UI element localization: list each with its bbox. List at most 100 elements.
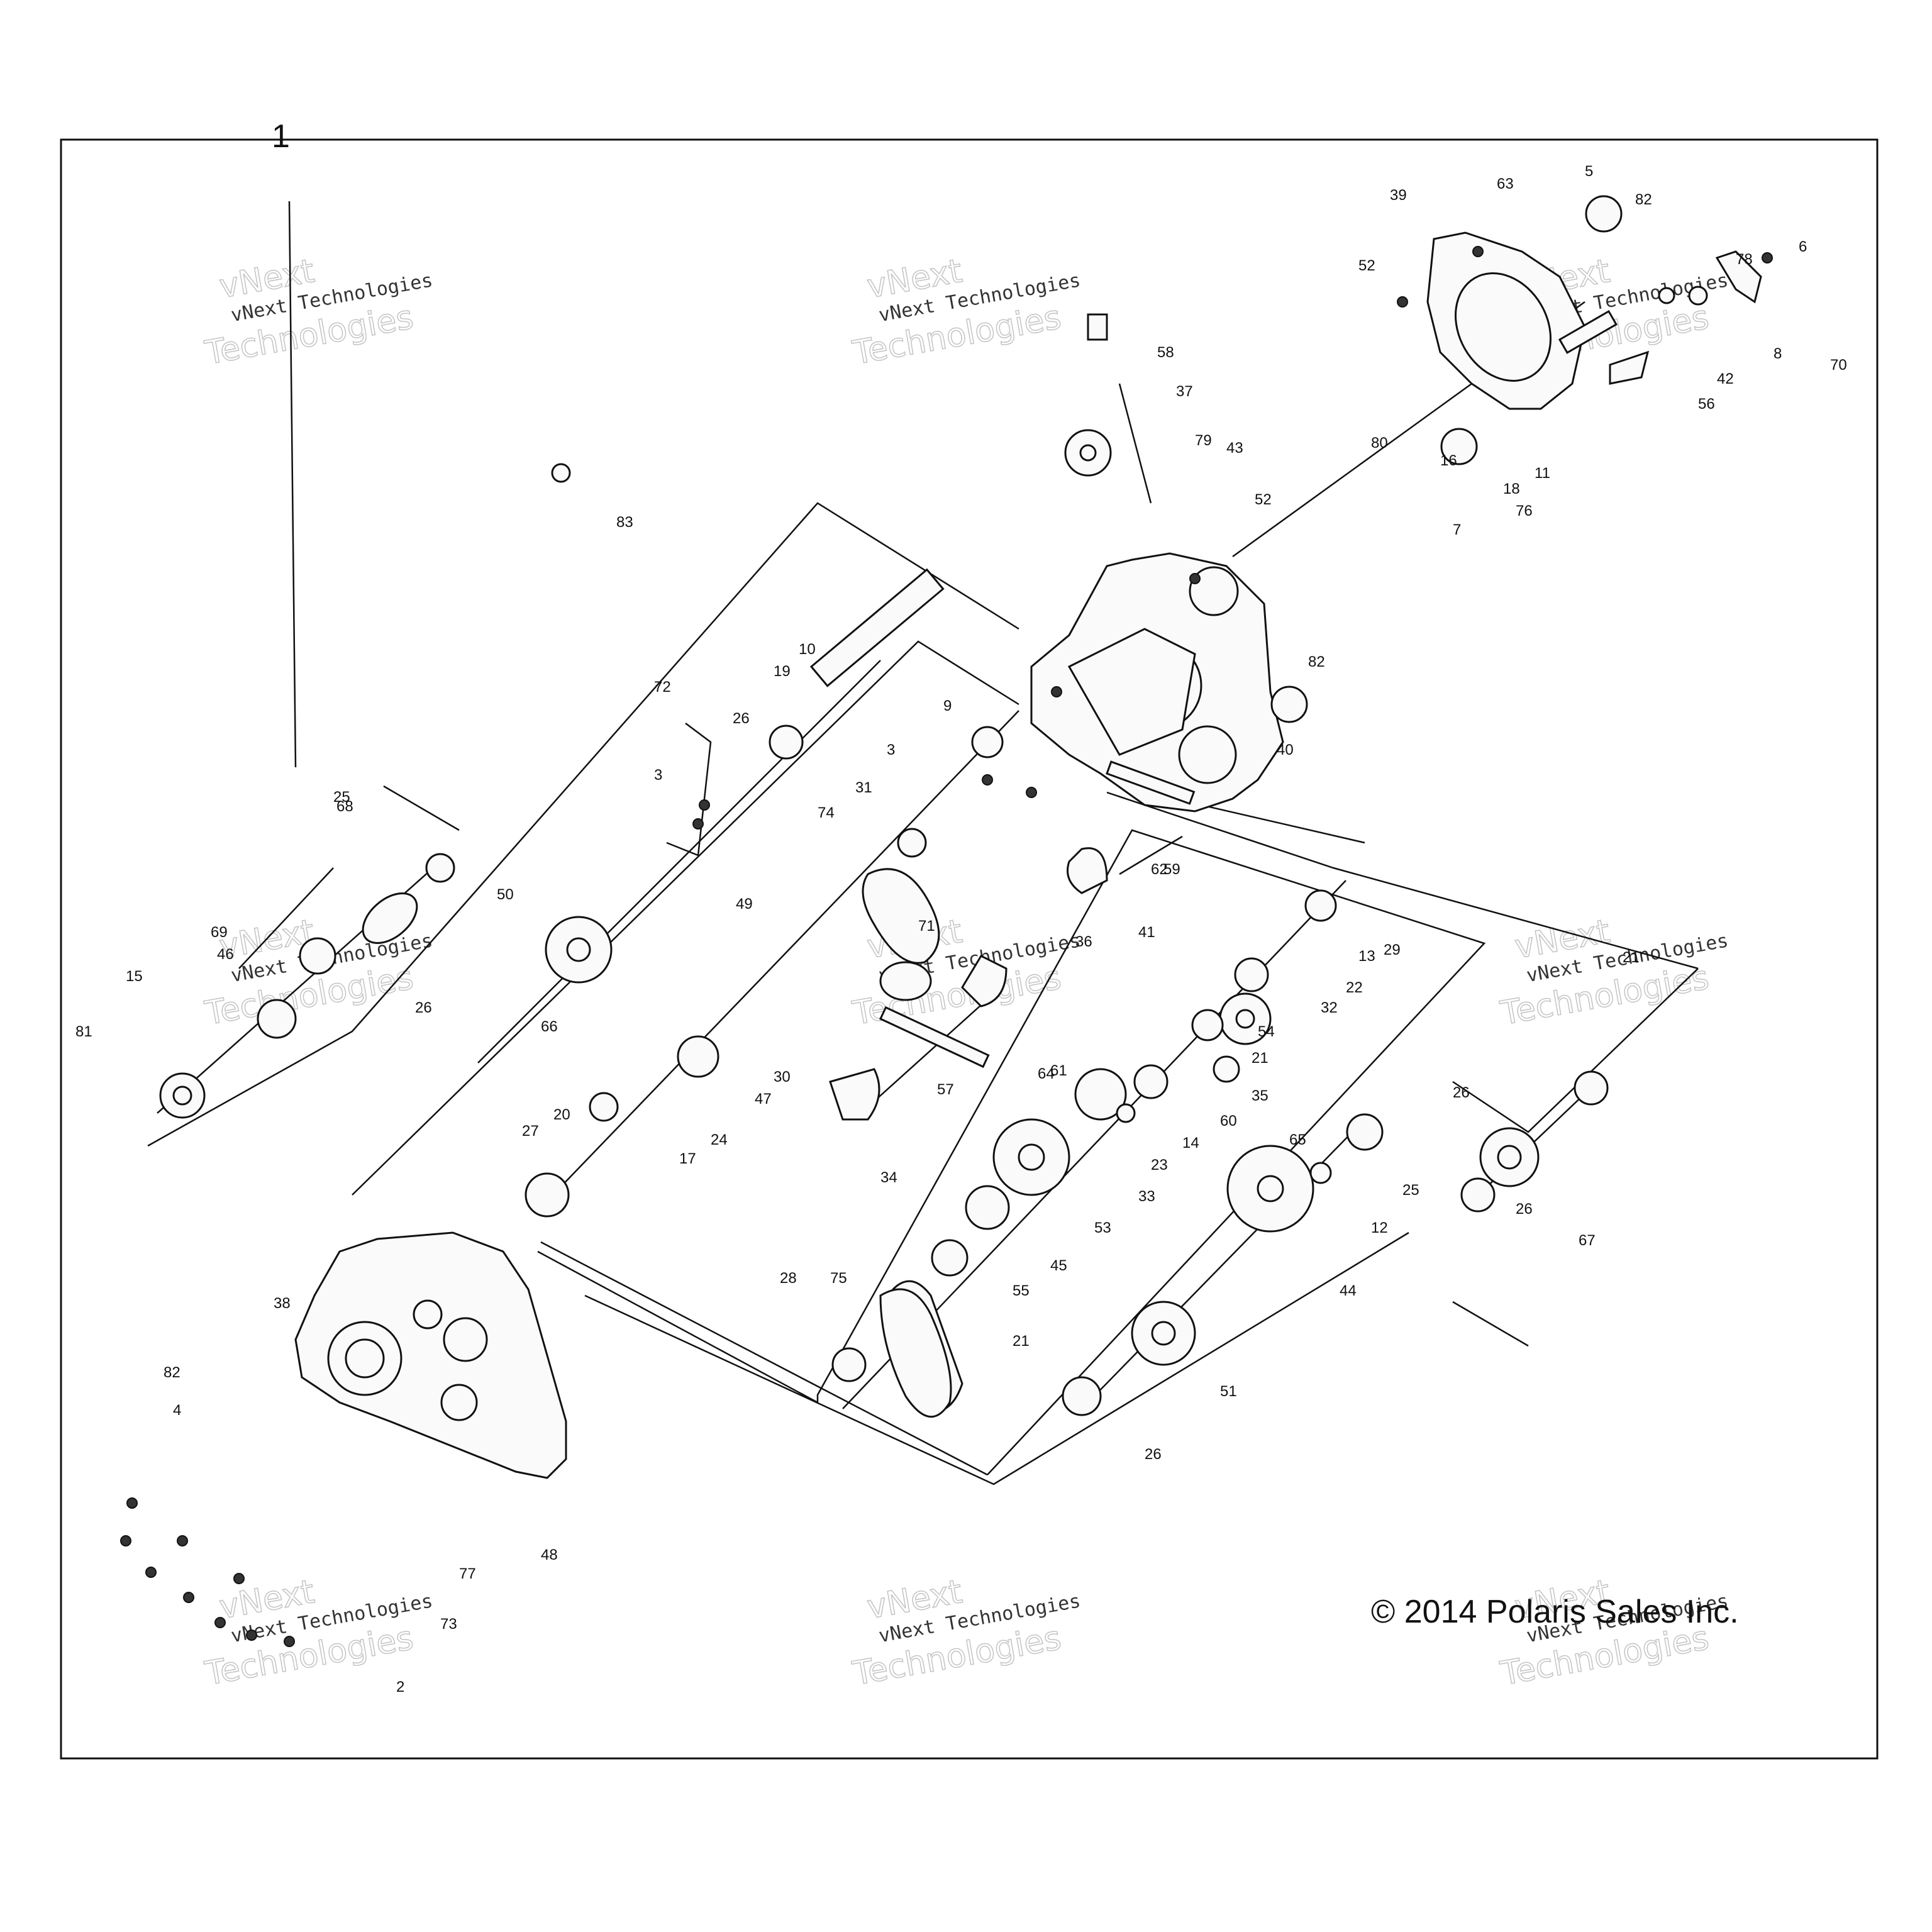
callout: 3: [887, 741, 895, 758]
callout: 83: [616, 514, 633, 531]
callout: 46: [217, 946, 234, 963]
callout: 21: [1252, 1050, 1269, 1067]
callout: 75: [830, 1270, 847, 1287]
callout: 77: [459, 1565, 476, 1582]
callout: 48: [541, 1546, 558, 1563]
callout: 66: [541, 1018, 558, 1035]
callout: 47: [755, 1091, 772, 1108]
callout: 32: [1321, 999, 1338, 1016]
leader-lines: [288, 201, 297, 768]
callout: 13: [1358, 948, 1375, 965]
fasteners: [120, 246, 1773, 1647]
callout: 27: [522, 1123, 539, 1140]
callout: 24: [711, 1131, 728, 1148]
callout: 56: [1698, 396, 1715, 413]
callout: 21: [1013, 1333, 1030, 1350]
callout: 55: [1013, 1282, 1030, 1299]
callout: 40: [1277, 741, 1294, 758]
callout: 76: [1516, 502, 1533, 519]
callout: 49: [736, 896, 753, 913]
callout: 71: [918, 918, 935, 935]
callout: 9: [943, 697, 952, 714]
callout: 14: [1182, 1135, 1199, 1152]
callout: 26: [1145, 1446, 1162, 1463]
callout: 52: [1358, 257, 1375, 274]
callout: 65: [1289, 1131, 1306, 1148]
front-cover: [1426, 231, 1586, 410]
callout: 38: [274, 1295, 291, 1312]
callout: 4: [173, 1402, 181, 1419]
callout: 67: [1579, 1232, 1596, 1249]
watermarks: vNext vNext Technologies Technologies vN…: [202, 252, 1730, 1694]
callout: 30: [774, 1069, 791, 1085]
callout: 43: [1226, 440, 1243, 457]
callout: 82: [1635, 191, 1652, 208]
drawing-border: [60, 138, 1879, 1760]
callout: 62: [1151, 861, 1168, 878]
callout: 78: [1736, 251, 1753, 268]
callout: 79: [1195, 432, 1212, 449]
belts: [862, 868, 952, 1418]
callout: 37: [1176, 383, 1193, 400]
sheet-number: 1: [272, 118, 290, 155]
callout: 26: [1516, 1201, 1533, 1218]
callout: 31: [855, 779, 872, 796]
callout: 21: [1623, 949, 1640, 966]
callout: 80: [1371, 435, 1388, 452]
callout: 26: [415, 999, 432, 1016]
callout: 53: [1094, 1219, 1111, 1236]
callout: 73: [440, 1616, 457, 1633]
callout: 19: [774, 663, 791, 680]
callout: 34: [880, 1169, 897, 1186]
callout: 11: [1535, 465, 1550, 482]
callout: 68: [336, 798, 353, 815]
callout: 82: [164, 1364, 180, 1381]
callout: 50: [497, 886, 514, 903]
callout: 58: [1157, 344, 1174, 361]
callout: 25: [333, 789, 350, 806]
callout: 26: [1453, 1084, 1470, 1101]
callout: 22: [1346, 979, 1363, 996]
callout: 52: [1255, 491, 1272, 508]
callout-labels: 2 3 3 4 5 6 7 8 9 10 11 12 13 14 15 16 1…: [75, 163, 1847, 1696]
callout: 7: [1453, 521, 1461, 538]
callout: 39: [1390, 187, 1407, 204]
callout: 16: [1440, 452, 1457, 469]
callout: 26: [733, 710, 750, 727]
callout: 59: [1163, 861, 1180, 878]
callout: 23: [1151, 1157, 1168, 1174]
callout: 82: [1308, 653, 1325, 670]
callout: 2: [396, 1679, 404, 1696]
transmission-housing: [1030, 552, 1284, 813]
callout: 81: [75, 1023, 92, 1040]
callout: 25: [1402, 1182, 1419, 1199]
callout: 5: [1585, 163, 1593, 180]
callout: 10: [799, 641, 816, 658]
callout: 12: [1371, 1219, 1388, 1236]
group-outlines: [147, 502, 1699, 1485]
side-cover: [294, 1231, 567, 1479]
callout: 3: [654, 767, 662, 784]
callout: 63: [1497, 175, 1514, 192]
callout: 61: [1050, 1062, 1067, 1079]
callout: 72: [654, 679, 671, 696]
callout: 6: [1799, 238, 1807, 255]
callout: 64: [1038, 1065, 1055, 1082]
callout: 18: [1503, 480, 1520, 497]
callout: 60: [1220, 1113, 1237, 1130]
callout: 44: [1340, 1282, 1357, 1299]
internal-parts: [159, 195, 1762, 1416]
callout: 20: [553, 1106, 570, 1123]
callout: 51: [1220, 1383, 1237, 1400]
callout: 36: [1075, 933, 1092, 950]
callout: 45: [1050, 1257, 1067, 1274]
callout: 33: [1138, 1188, 1155, 1205]
callout: 28: [780, 1270, 797, 1287]
callout: 41: [1138, 924, 1155, 941]
callout: 42: [1717, 370, 1734, 387]
callout: 57: [937, 1081, 954, 1098]
callout: 74: [818, 804, 835, 821]
callout: 35: [1252, 1087, 1269, 1104]
copyright-notice: © 2014 Polaris Sales Inc.: [1371, 1594, 1739, 1630]
